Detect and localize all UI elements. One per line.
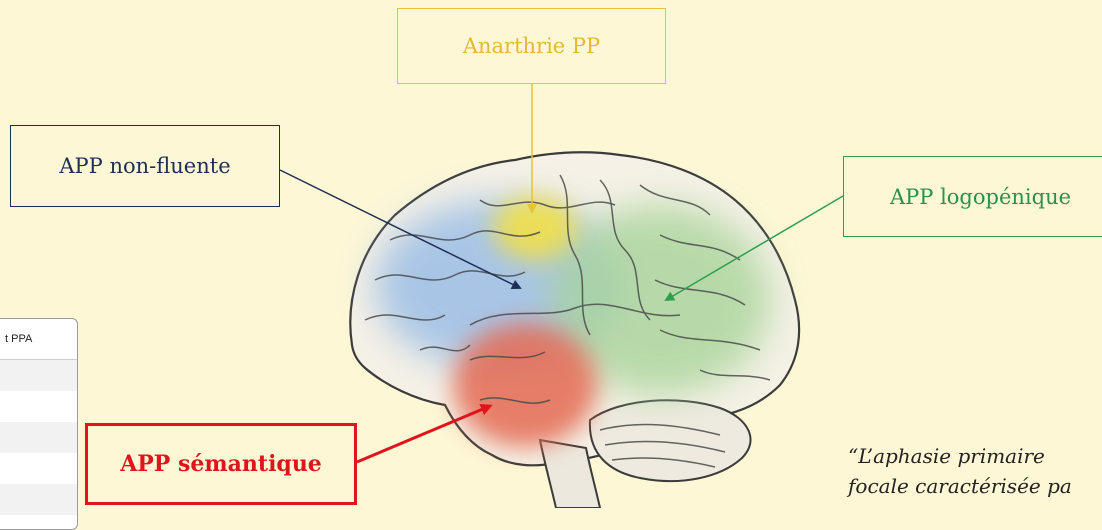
cerebellum	[590, 400, 751, 481]
table-row	[0, 422, 77, 453]
table-row	[0, 484, 77, 515]
label-app-semantique: APP sémantique	[85, 423, 357, 505]
label-app-non-fluente: APP non-fluente	[10, 125, 280, 207]
label-app-logopenique: APP logopénique	[843, 156, 1102, 237]
table-header: t PPA	[0, 319, 77, 360]
side-table-fragment: t PPA	[0, 318, 78, 530]
label-semantique-text: APP sémantique	[120, 451, 322, 477]
table-row	[0, 453, 77, 484]
quote-line-2: focale caractérisée pa	[848, 471, 1102, 501]
table-row	[0, 360, 77, 391]
label-anarthrie-pp: Anarthrie PP	[397, 8, 666, 84]
label-non-fluente-text: APP non-fluente	[59, 154, 230, 178]
quote-line-1: “L’aphasie primaire	[848, 441, 1102, 471]
label-logopenique-text: APP logopénique	[890, 185, 1071, 209]
label-anarthrie-text: Anarthrie PP	[463, 34, 600, 58]
table-row	[0, 391, 77, 422]
definition-quote: “L’aphasie primaire focale caractérisée …	[848, 441, 1102, 501]
region-semantique	[453, 323, 597, 447]
